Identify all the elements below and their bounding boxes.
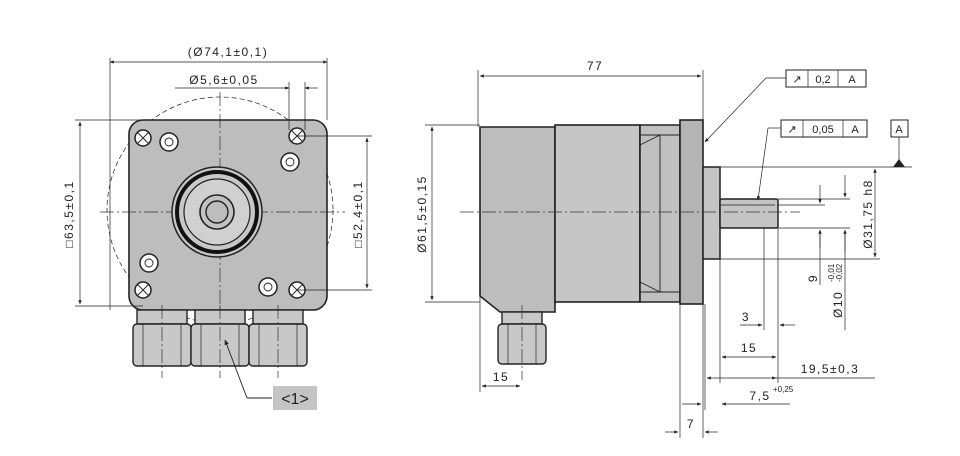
- front-shaft: [205, 200, 229, 224]
- front-view: <1> (Ø74,1±0,1) Ø5,6±0,05 □63,5±0,1 □52,…: [62, 45, 372, 410]
- dim-shaft-total: 19,5±0,3: [801, 362, 860, 376]
- dim-flange-diameter: (Ø74,1±0,1): [188, 45, 268, 59]
- dim-body-diameter: Ø61,5±0,15: [415, 175, 429, 253]
- dim-gland-offset: 15: [493, 370, 509, 384]
- mounting-hole: [134, 129, 152, 147]
- datum-box: [890, 119, 909, 138]
- dim-hole-diameter: Ø5,6±0,05: [189, 73, 258, 87]
- callout-box: [273, 386, 317, 410]
- svg-text:A: A: [848, 74, 856, 86]
- screw-head: [280, 152, 300, 172]
- runout-tolerance-1: ↗ 0,2 A: [785, 69, 867, 88]
- svg-text:0,2: 0,2: [815, 74, 830, 86]
- dim-shaft-length: 15: [741, 341, 757, 355]
- side-main-body: [554, 124, 641, 303]
- side-shaft: [719, 198, 779, 229]
- dim-flange-thickness: 7: [687, 417, 695, 431]
- datum-triangle: [893, 159, 905, 167]
- screw-head: [159, 132, 179, 152]
- dim-length-total: 77: [587, 59, 603, 73]
- screw-head: [258, 277, 278, 297]
- svg-text:A: A: [851, 124, 859, 136]
- side-view: 77 Ø61,5±0,15 ↗ 0,2 A ↗ 0,05 A A: [415, 59, 912, 438]
- svg-text:↗: ↗: [792, 74, 801, 86]
- svg-text:0,05: 0,05: [812, 124, 833, 136]
- dim-square-inner: □52,4±0,1: [351, 180, 365, 247]
- dim-flange-offset: 7,5: [749, 389, 770, 403]
- side-pilot: [702, 166, 721, 260]
- mounting-hole: [134, 281, 152, 299]
- dim-shaft-pilot: Ø31,75 h8: [861, 179, 875, 249]
- dim-square-outer: □63,5±0,1: [62, 180, 76, 247]
- side-rear-cap: [479, 126, 556, 313]
- screw-head: [139, 253, 159, 273]
- callout-label: <1>: [281, 391, 309, 408]
- dim-shaft-diameter: Ø10: [831, 291, 845, 318]
- svg-text:↗: ↗: [787, 124, 796, 136]
- front-flange-ring: [175, 170, 259, 254]
- dim-flat: 9: [806, 274, 820, 282]
- dim-shaft-tol-upper: -0,01: [827, 263, 836, 282]
- dim-flange-offset-tol: +0,25: [773, 385, 794, 394]
- dim-flat-length: 3: [742, 310, 750, 324]
- runout-tolerance-2: ↗ 0,05 A: [780, 119, 868, 138]
- dim-shaft-tol-lower: -0,02: [835, 263, 844, 282]
- datum-label: A: [895, 124, 903, 136]
- callout-leader: [224, 339, 248, 399]
